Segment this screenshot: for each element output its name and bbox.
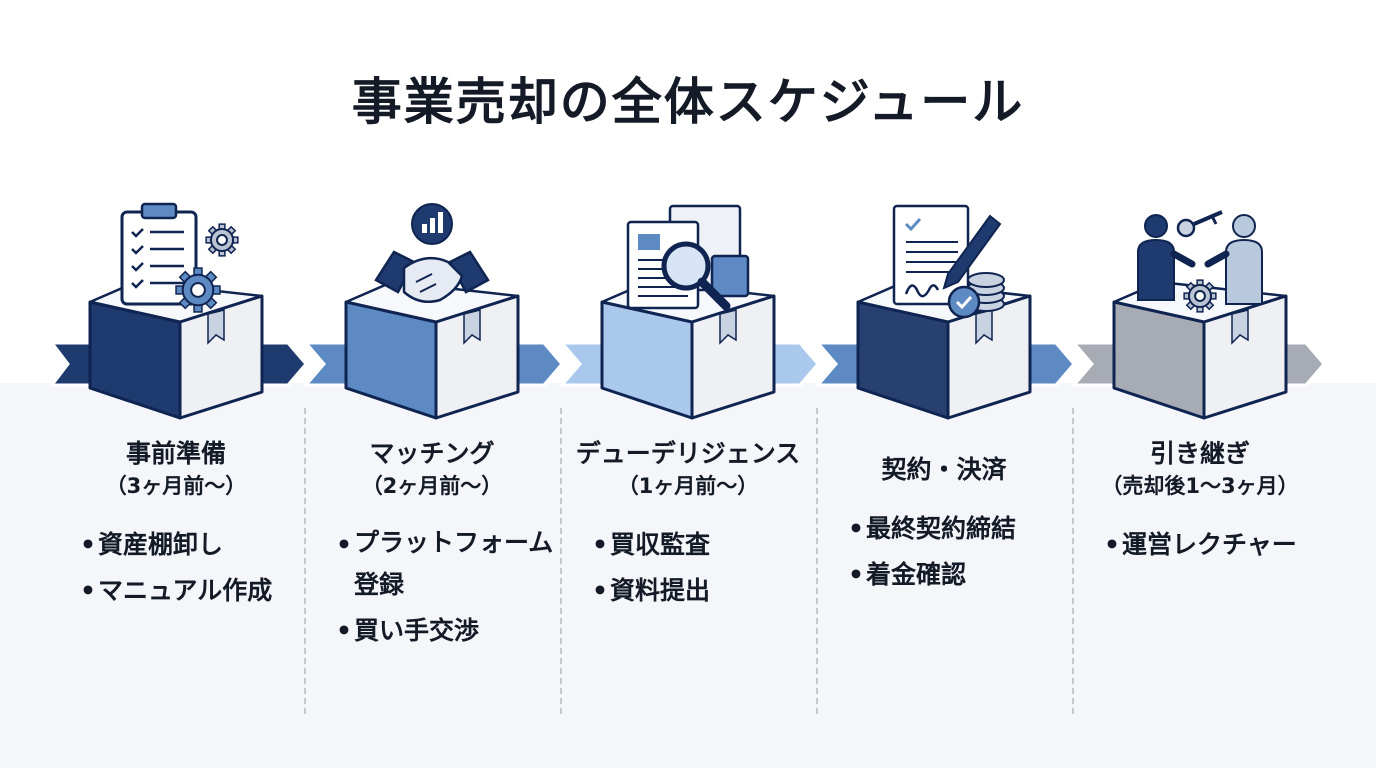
handshake-chart-icon [374, 203, 490, 303]
task-item: •買い手交渉 [332, 608, 560, 654]
column-divider [1072, 408, 1074, 714]
page-title: 事業売却の全体スケジュール [351, 73, 1025, 131]
box-right-face [690, 294, 776, 420]
documents-magnifier-icon [626, 204, 750, 311]
task-label: 買収監査 [610, 530, 711, 559]
task-item: •マニュアル作成 [76, 568, 304, 614]
task-list: •最終契約締結 •着金確認 [816, 506, 1072, 598]
step-timing: （1ヶ月前〜） [617, 474, 759, 498]
step-name: 事前準備 [125, 439, 226, 468]
task-label: 資産棚卸し [98, 530, 224, 559]
bullet-icon: • [336, 530, 352, 559]
task-list: •運営レクチャー [1072, 522, 1328, 568]
box-left-face [88, 300, 182, 420]
task-label: 買い手交渉 [354, 616, 480, 645]
box-left-face [856, 300, 950, 420]
bullet-icon: • [80, 576, 96, 605]
step-timing: （3ヶ月前〜） [105, 474, 247, 498]
box-left-face [344, 300, 438, 420]
task-item: •最終契約締結 [844, 506, 1072, 552]
task-list: •買収監査 •資料提出 [560, 522, 816, 614]
task-item: •買収監査 [588, 522, 816, 568]
step-3: デューデリジェンス （1ヶ月前〜） •買収監査 •資料提出 [560, 438, 816, 614]
gear-icon [1183, 279, 1217, 313]
box-right-face [178, 294, 264, 420]
step-timing: （2ヶ月前〜） [361, 474, 503, 498]
step-4: 契約・決済 •最終契約締結 •着金確認 [816, 438, 1072, 598]
step-2: マッチング （2ヶ月前〜） •プラットフォーム登録 •買い手交渉 [304, 438, 560, 654]
task-list: •資産棚卸し •マニュアル作成 [48, 522, 304, 614]
task-label: 最終契約締結 [866, 514, 1017, 543]
box-tape [463, 309, 481, 345]
bullet-icon: • [592, 530, 608, 559]
step-1: 事前準備 （3ヶ月前〜） •資産棚卸し •マニュアル作成 [48, 438, 304, 614]
task-item: •資産棚卸し [76, 522, 304, 568]
column-divider [304, 408, 306, 714]
box-left-face [600, 300, 694, 420]
step-name: 契約・決済 [881, 455, 1007, 484]
bullet-icon: • [336, 616, 352, 645]
timeline [48, 202, 1326, 420]
gear-icon [205, 223, 239, 257]
bullet-icon: • [592, 576, 608, 605]
task-item: •運営レクチャー [1100, 522, 1328, 568]
step-timing: （売却後1〜3ヶ月） [1101, 474, 1299, 498]
task-list: •プラットフォーム登録 •買い手交渉 [304, 522, 560, 654]
box-right-face [434, 294, 520, 420]
task-item: •資料提出 [588, 568, 816, 614]
bullet-icon: • [80, 530, 96, 559]
bullet-icon: • [848, 560, 864, 589]
task-label: 運営レクチャー [1122, 530, 1297, 559]
task-label: マニュアル作成 [98, 576, 273, 605]
box-tape [1231, 309, 1249, 345]
task-label: 着金確認 [866, 560, 967, 589]
gear-icon [175, 267, 221, 313]
step-name: デューデリジェンス [575, 439, 801, 468]
task-label: 資料提出 [610, 576, 711, 605]
column-divider [560, 408, 562, 714]
box-left-face [1112, 300, 1206, 420]
step-5: 引き継ぎ （売却後1〜3ヶ月） •運営レクチャー [1072, 438, 1328, 568]
contract-pen-coins-icon [892, 204, 1005, 319]
box-tape [207, 309, 225, 345]
task-label: プラットフォーム登録 [354, 528, 554, 599]
step-name: 引き継ぎ [1149, 439, 1250, 468]
people-key-gear-icon [1137, 210, 1263, 313]
column-divider [816, 408, 818, 714]
box-tape [719, 309, 737, 345]
step-name: マッチング [369, 439, 495, 468]
task-item: •プラットフォーム登録 [332, 522, 560, 608]
bullet-icon: • [848, 514, 864, 543]
clipboard-gear-icon [120, 202, 239, 313]
bullet-icon: • [1104, 530, 1120, 559]
task-item: •着金確認 [844, 552, 1072, 598]
